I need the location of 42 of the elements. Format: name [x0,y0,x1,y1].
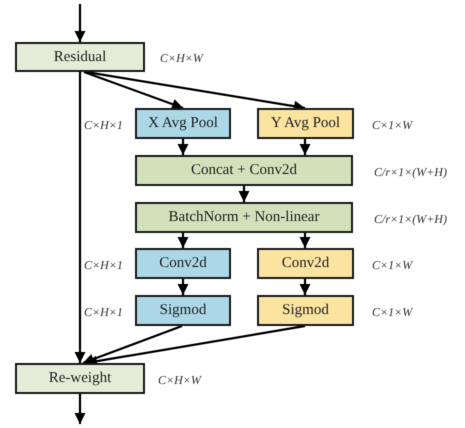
arrow [84,70,184,110]
dimension-label: C×H×W [160,50,203,67]
dimension-label: C×H×1 [84,117,123,134]
dimension-label: C/r×1×(W+H) [374,211,447,228]
box-label: X Avg Pool [148,114,218,134]
box-label: Conv2d [282,254,330,274]
box-label: Re-weight [48,369,112,388]
box-label: Concat + Conv2d [191,161,297,180]
process-box [135,108,231,139]
box-label: Residual [54,48,106,67]
arrow [300,139,310,155]
process-box [135,295,231,326]
box-label: Conv2d [159,254,207,274]
arrow [238,186,250,202]
arrow [74,72,86,363]
box-label: BatchNorm + Non-linear [168,208,320,228]
process-box [257,248,354,279]
arrow [178,279,188,295]
process-box [15,363,145,394]
process-box [15,42,145,72]
arrow [300,279,310,295]
arrow [82,324,182,364]
dimension-label: C×1×W [372,117,412,134]
arrow [300,233,310,248]
arrow [178,233,188,248]
dimension-label: C×1×W [372,304,412,321]
box-label: Sigmod [160,301,206,320]
dimension-label: C×H×W [158,372,201,389]
arrow [74,4,86,42]
arrow [178,139,188,155]
dimension-label: C/r×1×(W+H) [374,164,447,181]
dimension-label: C×H×1 [84,304,123,321]
dimension-label: C×1×W [372,257,412,274]
process-box [135,248,231,279]
arrow [74,394,86,424]
process-box [257,108,354,139]
box-label: Sigmod [282,301,329,320]
box-label: Y Avg Pool [270,114,340,134]
process-box [257,295,354,326]
process-box [135,202,353,233]
process-box [135,155,353,186]
dimension-label: C×H×1 [84,257,123,274]
